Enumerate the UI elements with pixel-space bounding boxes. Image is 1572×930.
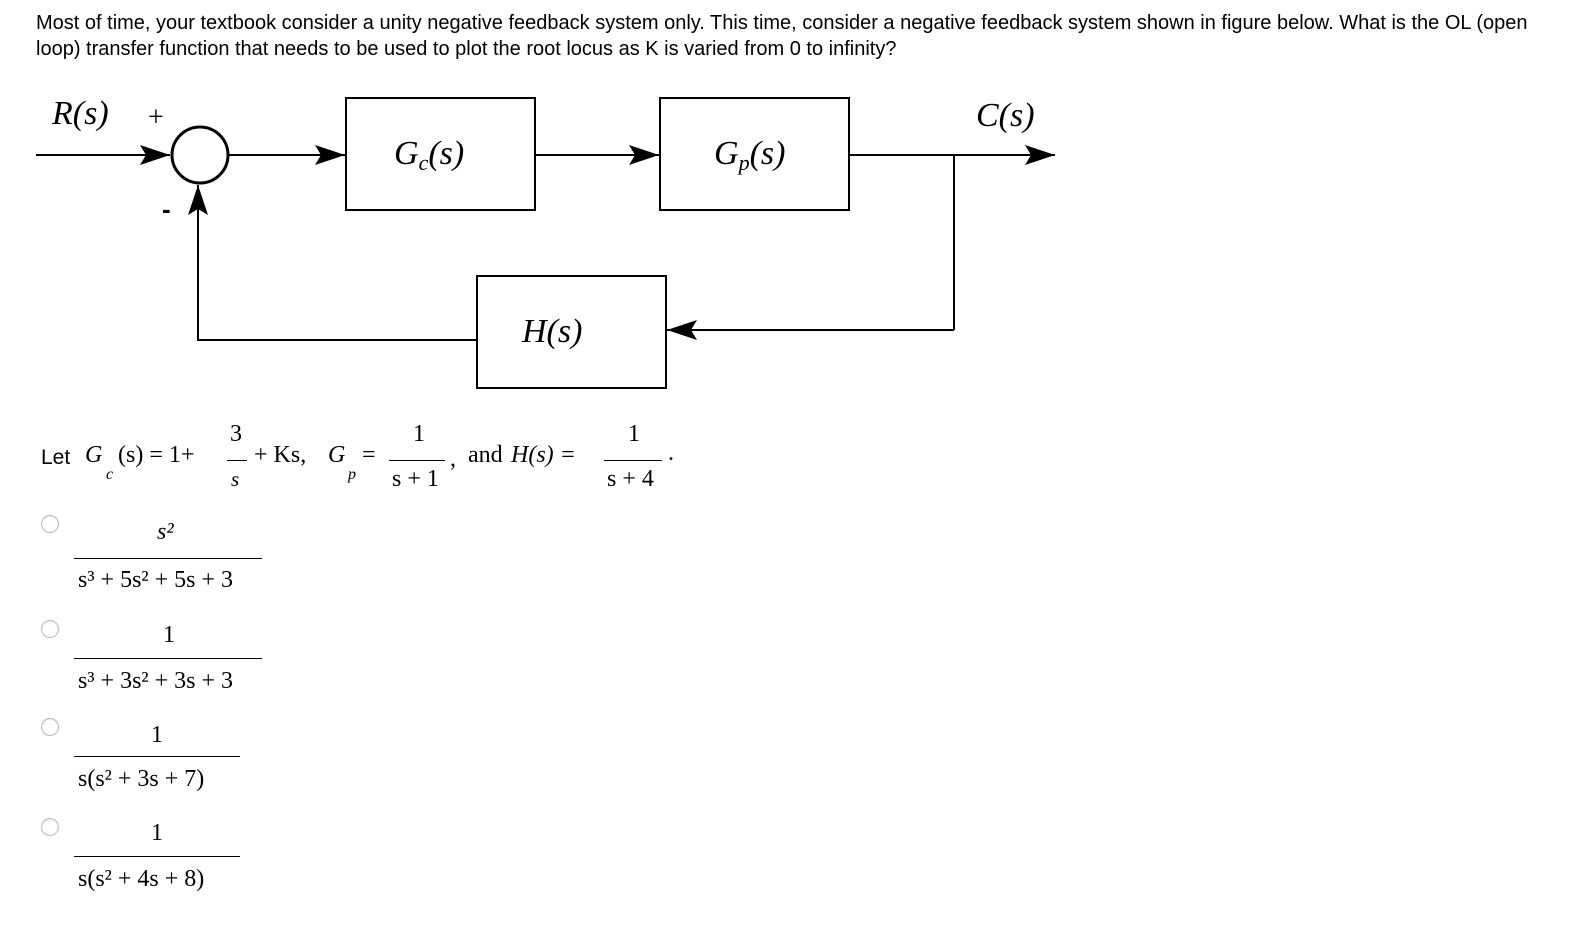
gp-subscript: p — [348, 466, 356, 483]
output-label: C(s) — [976, 97, 1035, 134]
gc-remainder: + Ks, — [254, 442, 307, 468]
option-4-denominator: s(s² + 4s + 8) — [78, 866, 205, 892]
option-2-denominator: s³ + 3s² + 3s + 3 — [78, 668, 234, 694]
h-denominator: s + 4 — [607, 466, 654, 492]
option-2-fraction-bar — [74, 658, 262, 659]
gc-frac-numerator: 3 — [230, 421, 242, 447]
plant-label: Gp(s) — [714, 135, 785, 175]
input-label: R(s) — [51, 95, 109, 132]
gp-denominator: s + 1 — [392, 466, 439, 492]
and-word: and — [468, 442, 503, 468]
plant-block — [659, 97, 850, 211]
option-1-fraction-bar — [74, 558, 262, 559]
option-4-fraction-bar — [74, 856, 240, 857]
option-4-radio[interactable] — [41, 818, 59, 836]
option-3-denominator: s(s² + 3s + 7) — [78, 766, 205, 792]
feedback-label: H(s) — [521, 313, 582, 350]
option-1[interactable]: s² s³ + 5s² + 5s + 3 — [0, 505, 400, 605]
option-3-radio[interactable] — [41, 718, 59, 736]
block-diagram: R(s) + - C(s) Gc(s) Gp(s) H(s) — [36, 95, 1055, 389]
gp-symbol: G — [328, 442, 346, 468]
gp-equals: = — [362, 442, 376, 468]
gp-comma: , — [450, 446, 456, 472]
feedback-block — [476, 275, 667, 389]
option-1-numerator: s² — [157, 519, 174, 545]
option-2-numerator: 1 — [163, 622, 175, 648]
minus-sign: - — [162, 194, 171, 224]
gc-subscript: c — [106, 466, 114, 483]
option-3-fraction-bar — [74, 756, 240, 757]
controller-block — [345, 97, 536, 211]
option-4[interactable]: 1 s(s² + 4s + 8) — [0, 808, 400, 908]
gp-fraction-bar — [389, 460, 445, 461]
option-3[interactable]: 1 s(s² + 3s + 7) — [0, 708, 400, 808]
controller-label: Gc(s) — [394, 135, 464, 175]
feedback-return-line — [197, 215, 477, 341]
option-3-numerator: 1 — [151, 722, 163, 748]
h-period: . — [668, 440, 674, 466]
summing-junction — [170, 125, 230, 185]
option-1-radio[interactable] — [41, 515, 59, 533]
option-4-numerator: 1 — [151, 820, 163, 846]
question-text: Most of time, your textbook consider a u… — [36, 12, 1528, 60]
option-2[interactable]: 1 s³ + 3s² + 3s + 3 — [0, 610, 400, 710]
option-2-radio[interactable] — [41, 620, 59, 638]
gc-argument: (s) = 1+ — [118, 442, 195, 468]
h-numerator: 1 — [628, 421, 640, 447]
plus-sign: + — [148, 102, 164, 133]
gp-numerator: 1 — [413, 421, 425, 447]
let-word: Let — [41, 446, 71, 469]
h-fraction-bar — [604, 460, 662, 461]
gc-symbol: G — [85, 442, 103, 468]
option-1-denominator: s³ + 5s² + 5s + 3 — [78, 567, 234, 593]
h-lhs: H(s) = — [511, 442, 576, 468]
gc-frac-denominator: s — [231, 467, 240, 491]
gc-fraction-bar — [227, 460, 247, 461]
